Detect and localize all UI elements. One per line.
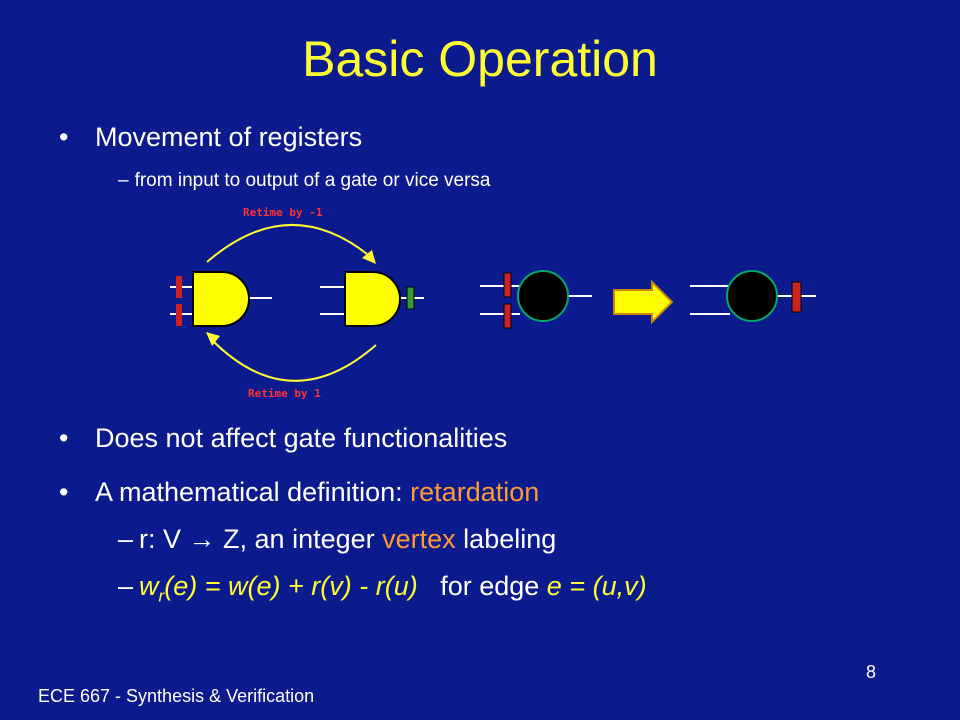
dash: –: [118, 571, 134, 601]
node-1: [480, 270, 592, 329]
register-3a: [503, 272, 512, 298]
bullet-movement-text: Movement of registers: [95, 122, 363, 152]
retime-bottom-arrow: [209, 337, 377, 382]
formula-w: w: [139, 571, 159, 601]
dash: –: [118, 170, 129, 191]
register-1a: [176, 276, 182, 298]
retime-top-label: Retime by -1: [243, 206, 323, 219]
page-number: 8: [866, 662, 877, 682]
formula-edge: e = (u,v): [546, 571, 647, 601]
bullet-dot: •: [59, 477, 69, 507]
formula-subscript: r: [158, 586, 165, 606]
labeling-part-c: labeling: [455, 524, 557, 554]
retime-top-arrowhead: [362, 250, 376, 264]
sub-bullet-direction-text: from input to output of a gate or vice v…: [134, 170, 491, 191]
dash: –: [118, 524, 134, 554]
sub-bullet-direction: –from input to output of a gate or vice …: [118, 170, 491, 192]
labeling-part-b: Z, an integer: [215, 524, 383, 554]
bullet-dot: •: [59, 122, 69, 152]
formula-for-edge: for edge: [417, 571, 547, 601]
bullet-definition: • A mathematical definition: retardation: [59, 477, 540, 508]
vertex-term: vertex: [382, 524, 456, 554]
retime-bottom-arrowhead: [206, 332, 220, 346]
sub-bullet-formula: –wr(e) = w(e) + r(v) - r(u) for edge e =…: [118, 571, 647, 606]
bullet-movement: • Movement of registers: [59, 122, 363, 153]
node-2: [690, 270, 816, 322]
transform-arrow-icon: [613, 279, 674, 325]
formula: wr(e) = w(e) + r(v) - r(u): [139, 571, 418, 605]
formula-body: (e) = w(e) + r(v) - r(u): [164, 571, 418, 601]
and-gate-2: [320, 271, 424, 327]
retime-top-arrow: [206, 224, 373, 263]
retardation-term: retardation: [410, 477, 540, 507]
bullet-functionality-text: Does not affect gate functionalities: [95, 423, 508, 453]
register-4-output: [791, 281, 802, 313]
register-1b: [176, 304, 182, 326]
slide-title: Basic Operation: [302, 31, 658, 87]
maps-to-arrow-icon: →: [188, 524, 216, 554]
bullet-dot: •: [59, 423, 69, 453]
labeling-part-a: r: V: [139, 524, 189, 554]
register-2-output: [406, 286, 415, 310]
register-3b: [503, 303, 512, 329]
bullet-functionality: • Does not affect gate functionalities: [59, 423, 508, 454]
sub-bullet-labeling: –r: V → Z, an integer vertex labeling: [118, 524, 556, 555]
retime-bottom-label: Retime by 1: [248, 387, 321, 400]
footer-course: ECE 667 - Synthesis & Verification: [38, 686, 315, 706]
bullet-definition-text: A mathematical definition:: [95, 477, 411, 507]
and-gate-1: [170, 271, 272, 327]
